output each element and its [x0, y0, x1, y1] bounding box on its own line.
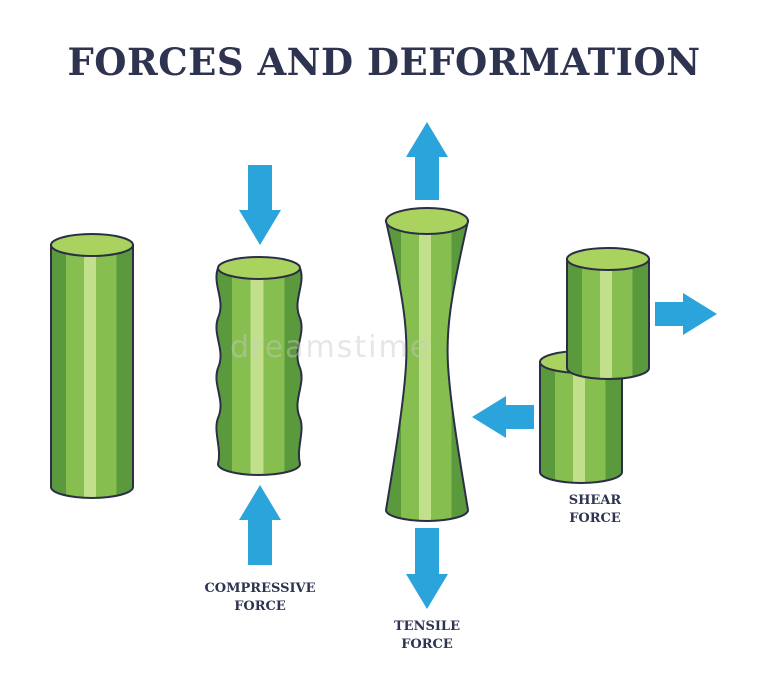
compressed-cylinder	[215, 256, 303, 476]
shear-label-line1: SHEAR	[568, 493, 622, 508]
compressive-label-line2: FORCE	[234, 599, 286, 614]
shear-label-line2: FORCE	[569, 511, 621, 526]
shear-force-label: SHEAR FORCE	[545, 492, 645, 528]
stretched-cylinder	[384, 207, 470, 522]
tensile-label-line2: FORCE	[401, 637, 453, 652]
tensile-force-label: TENSILE FORCE	[377, 618, 477, 654]
page-title: FORCES AND DEFORMATION	[67, 40, 701, 84]
arrow-up-icon	[406, 122, 448, 200]
arrow-left-icon	[472, 396, 534, 438]
watermark: dreamstime	[230, 330, 431, 365]
undeformed-cylinder	[50, 233, 134, 499]
compressive-force-label: COMPRESSIVE FORCE	[195, 580, 325, 616]
arrow-up-icon	[239, 485, 281, 565]
arrow-right-icon	[655, 293, 717, 335]
compressive-label-line1: COMPRESSIVE	[204, 581, 316, 596]
tensile-label-line1: TENSILE	[394, 619, 460, 634]
arrow-down-icon	[239, 165, 281, 245]
arrow-down-icon	[406, 528, 448, 609]
shear-cylinder-top	[566, 247, 650, 380]
